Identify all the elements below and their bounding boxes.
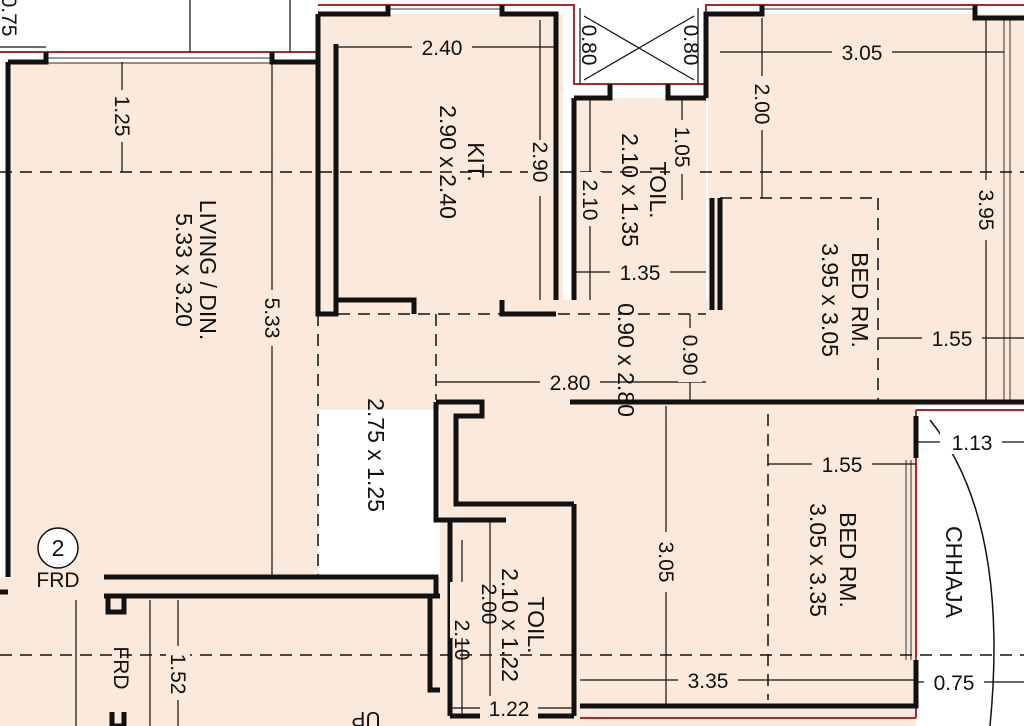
dim-toil1-width: 1.35 [620, 262, 661, 285]
wall-kitchen-left [315, 14, 339, 317]
grid-marker-number: 2 [52, 535, 65, 561]
passage-size: 2.75 x 1.25 [363, 398, 389, 512]
dim-toil2-width: 1.22 [489, 698, 530, 721]
wall-bed1-left [703, 11, 716, 98]
dim-duct-right: 0.80 [679, 25, 702, 66]
grid-marker-circle [37, 527, 79, 569]
wall-hall-left [105, 596, 127, 615]
bg-toil1-height [578, 172, 602, 226]
dim-bed1-win: 2.00 [750, 84, 773, 125]
duct-cross-b [583, 15, 695, 81]
wall-bed1-top [716, 5, 765, 17]
dim-living-depth: 5.33 [260, 298, 283, 339]
toilet1-size: 2.10 x 1.35 [617, 133, 643, 247]
dim-toil2-height: 2.10 [450, 620, 473, 661]
dimension-labels: 2.40 2.90 1.25 5.33 0.80 0.80 1.05 2.10 … [0, 0, 1002, 721]
dim-bed1-wall: 1.55 [932, 328, 973, 351]
bg-bed2-depth [654, 532, 678, 592]
dim-bed2-width: 3.35 [688, 670, 729, 693]
living-size: 5.33 x 3.20 [171, 213, 197, 327]
passage2-size: 0.90 x 2.80 [613, 303, 639, 417]
bg-chhaja-bottom [924, 670, 984, 694]
bg-living-depth [260, 290, 284, 346]
bed1-size: 3.95 x 3.05 [817, 243, 843, 357]
wall-small-bottom [109, 712, 127, 726]
duct [583, 15, 695, 81]
bg-kit-depth [528, 140, 552, 196]
dim-bed2-offset: 1.55 [822, 454, 863, 477]
bg-toil2-width [480, 696, 538, 720]
wall-hall-top [104, 574, 439, 598]
dim-kit-depth: 2.90 [528, 142, 551, 183]
dim-duct-left: 0.80 [577, 25, 600, 66]
passage-floor [318, 300, 708, 410]
wall-hall-inner [427, 596, 440, 693]
bg-toil1-door [670, 120, 694, 174]
toilet2-name: TOIL. [523, 596, 549, 653]
walls [0, 5, 1024, 726]
misc-labels: 2 FRD FRD UP [36, 527, 381, 726]
up-label: UP [351, 707, 380, 726]
bg-kit-width [412, 35, 472, 59]
bed2-name: BED RM. [835, 512, 861, 608]
hall-floor [0, 577, 440, 726]
toilet2-size: 2.10 x 1.22 [497, 568, 523, 682]
chhaja-name: CHHAJA [941, 526, 967, 619]
bg-toil2-height [450, 582, 474, 638]
frd-label-1: FRD [36, 569, 79, 592]
wall-bed1-topright [972, 5, 1024, 21]
bg-frd-depth [166, 646, 190, 700]
toilet1-name: TOIL. [645, 161, 671, 218]
wall-kitchen-bottom-l [336, 297, 417, 314]
dim-corner: 0.75 [0, 0, 20, 36]
wall-toilet1-left [574, 84, 613, 101]
dim-passage-len: 2.80 [550, 372, 591, 395]
bg-bed1-width [832, 40, 892, 64]
dim-bed1-depth: 3.95 [974, 190, 997, 231]
wall-living-top-l [8, 52, 49, 65]
kitchen-floor [318, 14, 563, 314]
wall-kitchen-bottom-r [499, 300, 556, 317]
dim-bed1-width: 3.05 [842, 42, 883, 65]
kitchen-name: KIT. [463, 142, 489, 182]
bg-chhaja-top [940, 430, 1002, 454]
outer-walls [0, 4, 1024, 719]
windows [46, 8, 1011, 660]
dim-bed2-depth: 3.05 [654, 542, 677, 583]
dim-chhaja-top: 1.13 [952, 432, 993, 455]
bed1-name: BED RM. [847, 252, 873, 348]
bg-bed1-depth [974, 180, 998, 240]
wall-kitchen-top [318, 5, 391, 17]
bg-bed1-win [750, 76, 774, 130]
floor-fill [0, 14, 1024, 726]
bg-bed2-offset [812, 452, 872, 476]
dim-living-win: 1.25 [110, 96, 133, 137]
kitchen-size: 2.90 x 2.40 [435, 105, 461, 219]
wall-kitchen-top-r [499, 5, 559, 300]
dim-toil2-door: 2.00 [477, 584, 500, 625]
dim-passage-width: 0.90 [678, 335, 701, 376]
bg-passage-len [540, 370, 600, 394]
bg-bed1-wall [922, 326, 982, 350]
dim-kit-width: 2.40 [422, 37, 463, 60]
bg-passage-width [678, 328, 702, 382]
wall-bed2-right-lower [580, 660, 919, 709]
wall-toilet1-right [665, 84, 706, 101]
bg-toil1-width [610, 260, 670, 284]
dim-toil1-door: 1.05 [670, 127, 693, 168]
dim-frd-depth: 1.52 [166, 654, 189, 695]
living-name: LIVING / DIN. [195, 200, 221, 341]
room-labels: LIVING / DIN. 5.33 x 3.20 KIT. 2.90 x 2.… [171, 105, 967, 682]
wall-living-top-r [269, 52, 318, 65]
dim-chhaja-bottom: 0.75 [934, 672, 975, 695]
wall-mid-horizontal-l [436, 399, 574, 507]
bg-bed2-width [678, 668, 738, 692]
dim-toil1-height: 2.10 [578, 180, 601, 221]
bg-living-win [110, 90, 134, 142]
frd-label-2: FRD [109, 646, 132, 689]
bed2-size: 3.05 x 3.35 [805, 503, 831, 617]
outer-wall-top [318, 4, 1024, 85]
